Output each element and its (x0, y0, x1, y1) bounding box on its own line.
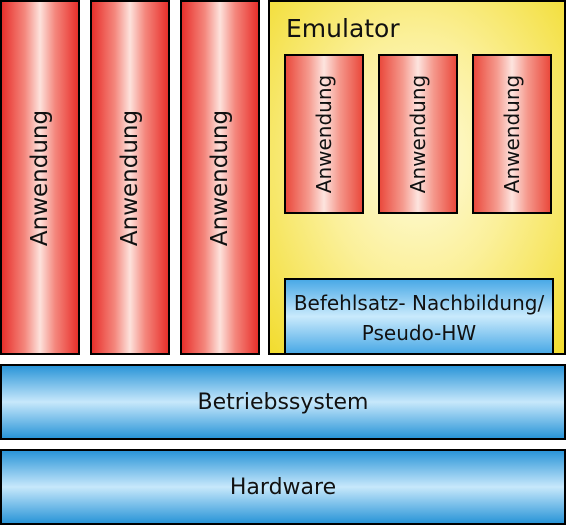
instruction-set-line-1: Befehlsatz- Nachbildung/ (293, 291, 545, 315)
application-column-1: Anwendung (0, 0, 80, 355)
application-label: Anwendung (27, 109, 53, 246)
hardware-layer: Hardware (0, 449, 566, 525)
emulated-application-label: Anwendung (312, 74, 336, 194)
application-label: Anwendung (207, 109, 233, 246)
emulator-container: Emulator Anwendung Anwendung Anwendung B… (268, 0, 566, 355)
instruction-set-emulation: Befehlsatz- Nachbildung/ Pseudo-HW (284, 278, 554, 355)
emulated-application-3: Anwendung (472, 54, 552, 214)
emulated-application-label: Anwendung (500, 74, 524, 194)
instruction-set-line-2: Pseudo-HW (361, 321, 477, 345)
operating-system-label: Betriebssystem (197, 389, 369, 415)
application-label: Anwendung (117, 109, 143, 246)
hardware-label: Hardware (229, 474, 337, 500)
application-column-2: Anwendung (90, 0, 170, 355)
emulator-title: Emulator (286, 14, 400, 43)
emulated-application-1: Anwendung (284, 54, 364, 214)
application-column-3: Anwendung (180, 0, 260, 355)
emulated-application-label: Anwendung (406, 74, 430, 194)
operating-system-layer: Betriebssystem (0, 364, 566, 440)
emulated-application-2: Anwendung (378, 54, 458, 214)
